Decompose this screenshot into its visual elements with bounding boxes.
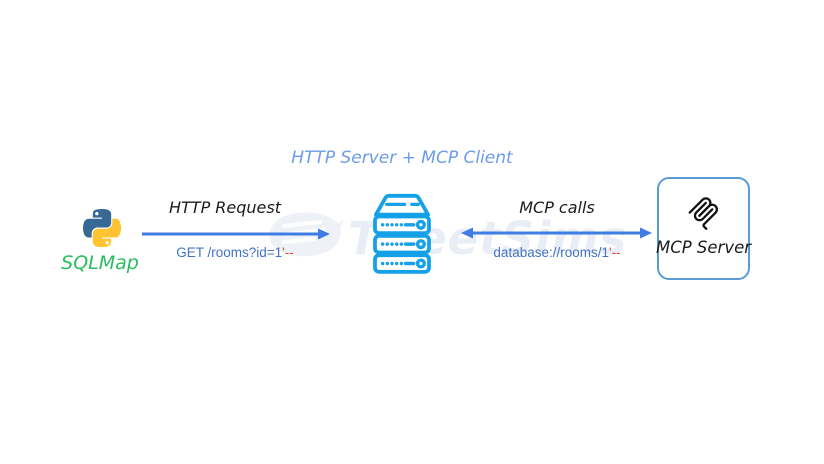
mcp-logo-icon — [685, 194, 722, 231]
python-icon — [83, 208, 122, 248]
http-request-edge-label: HTTP Request — [168, 198, 282, 217]
mcp-calls-bidirectional-arrow-icon — [461, 226, 652, 245]
mcp-calls-injection-text: '-- — [609, 245, 621, 260]
http-request-payload-text: GET /rooms?id=1 — [176, 245, 283, 260]
http-request-arrow-icon — [142, 227, 330, 246]
diagram-title: HTTP Server + MCP Client — [291, 148, 513, 168]
http-request-injection-text: '-- — [282, 245, 294, 260]
sqlmap-node-label: SQLMap — [61, 252, 139, 274]
mcp-calls-payload-text: database://rooms/1 — [493, 245, 609, 260]
http-request-payload: GET /rooms?id=1'-- — [145, 245, 325, 260]
mcp-server-node-label: MCP Server — [655, 238, 752, 257]
mcp-calls-edge-label: MCP calls — [519, 198, 595, 217]
mcp-server-node: MCP Server — [655, 177, 752, 280]
mcp-calls-payload: database://rooms/1'-- — [467, 245, 647, 260]
server-rack-icon — [357, 185, 447, 275]
